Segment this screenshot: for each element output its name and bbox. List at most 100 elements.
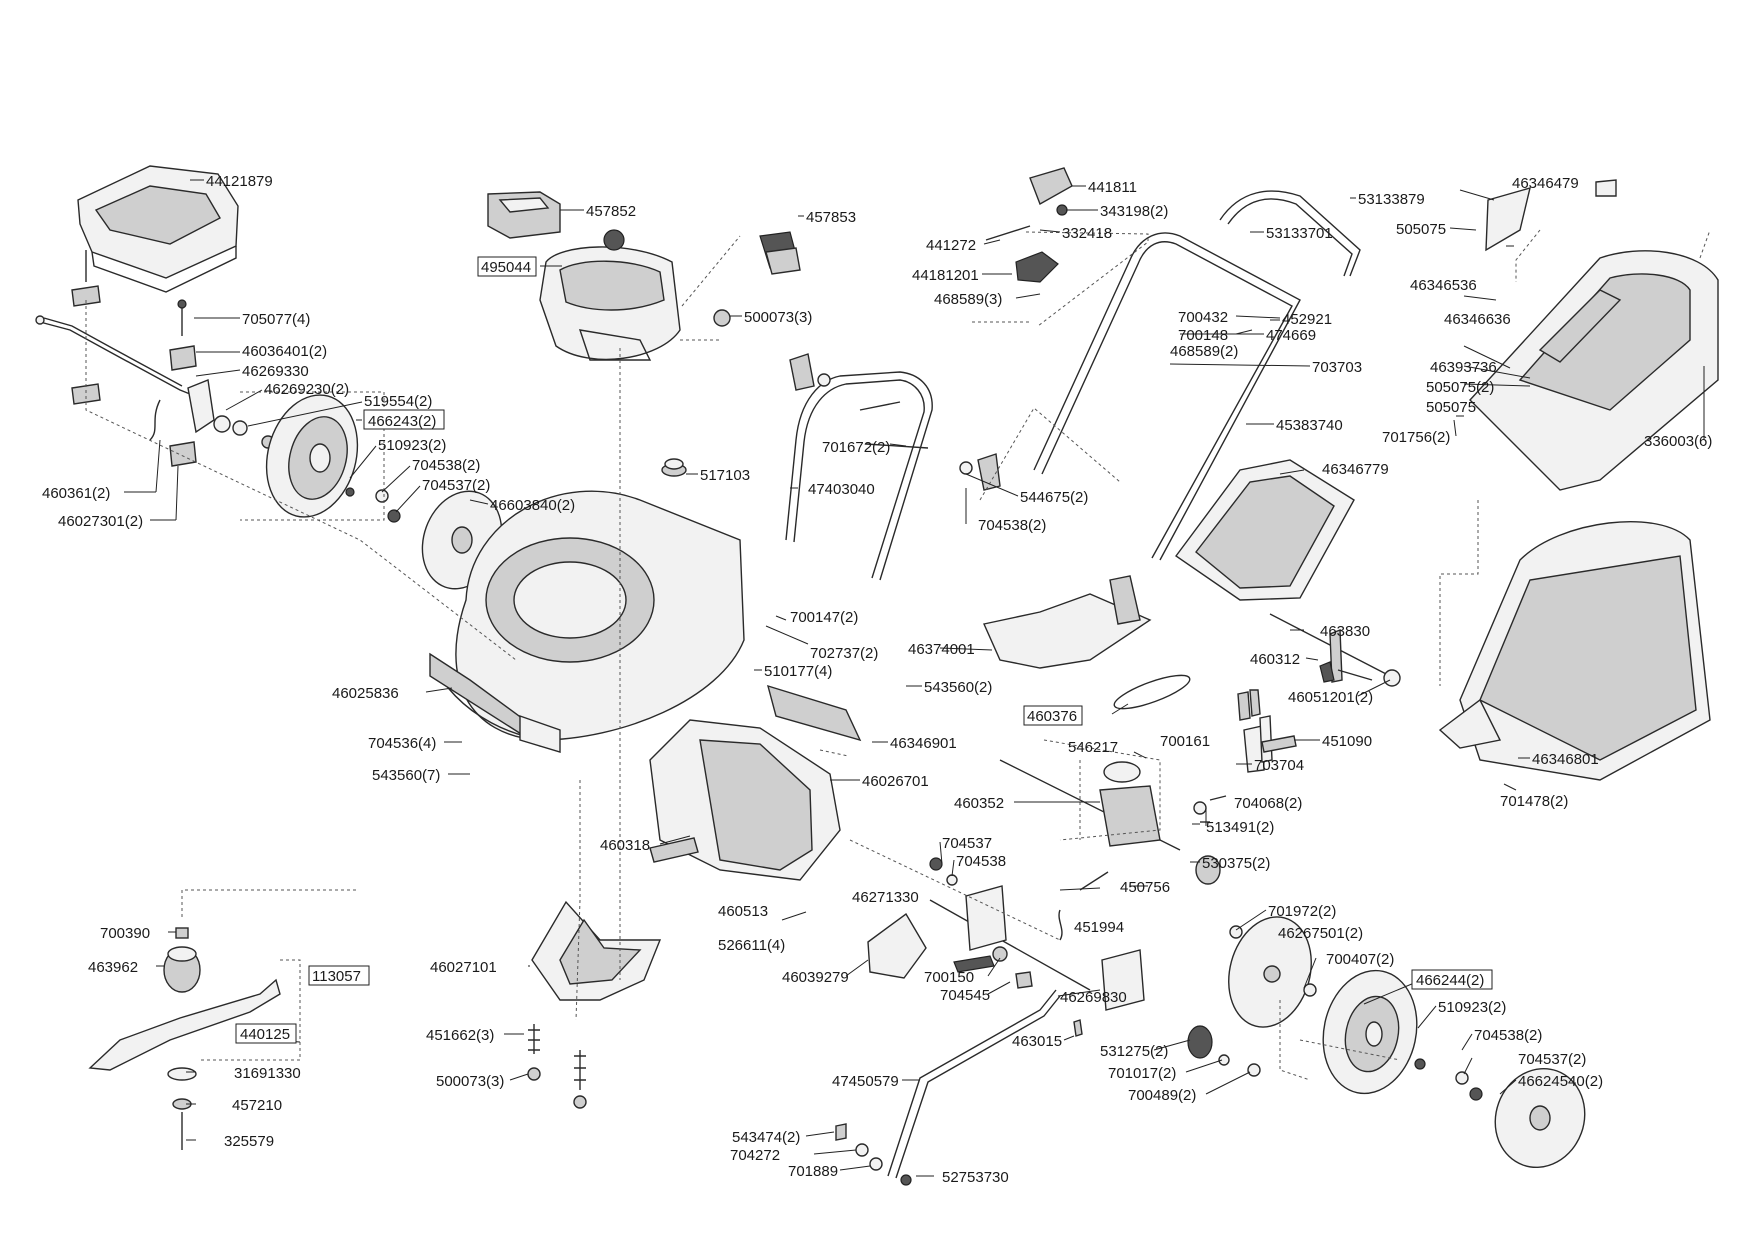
blade-assembly-part: [88, 927, 281, 1150]
label-52753730: 52753730: [942, 1169, 1009, 1186]
label-505075-2: 505075(2): [1426, 379, 1494, 396]
label-47403040: 47403040: [808, 481, 875, 498]
dashed-connectors: [85, 229, 1711, 1081]
label-463830: 463830: [1320, 623, 1370, 640]
label-517103: 517103: [700, 467, 750, 484]
label-44121879: 44121879: [206, 173, 273, 190]
label-526611-4: 526611(4): [718, 937, 785, 954]
label-53133879: 53133879: [1358, 191, 1425, 208]
label-46346779: 46346779: [1322, 461, 1389, 478]
label-543560-2: 543560(2): [924, 679, 992, 696]
label-46393736: 46393736: [1430, 359, 1497, 376]
drive-belt-part: [1113, 674, 1191, 710]
label-468589-3: 468589(3): [934, 291, 1002, 308]
label-113057: 113057: [312, 968, 361, 985]
label-46025836: 46025836: [332, 685, 399, 702]
label-704536-4: 704536(4): [368, 735, 436, 752]
label-46039279: 46039279: [782, 969, 849, 986]
label-46603840-2: 46603840(2): [490, 497, 575, 514]
height-adjust-lever-part: [835, 989, 1061, 1186]
label-700390: 700390: [100, 925, 150, 942]
label-704538-2-handle: 704538(2): [978, 517, 1046, 534]
deflector-part: [531, 900, 662, 1001]
label-495044: 495044: [481, 259, 531, 276]
label-53133701: 53133701: [1266, 225, 1333, 242]
label-325579: 325579: [224, 1133, 274, 1150]
label-505075-mid: 505075: [1426, 399, 1476, 416]
label-505075-top: 505075: [1396, 221, 1446, 238]
label-440125: 440125: [240, 1026, 290, 1043]
label-463962: 463962: [88, 959, 138, 976]
label-451662-3: 451662(3): [426, 1027, 494, 1044]
label-457853: 457853: [806, 209, 856, 226]
boxed-label-frames: [235, 256, 1493, 1044]
label-441811: 441811: [1088, 179, 1137, 196]
grass-catcher-part: [1438, 520, 1711, 781]
label-704538-2: 704538(2): [412, 457, 480, 474]
label-701889: 701889: [788, 1163, 838, 1180]
label-46269230-2: 46269230(2): [264, 381, 349, 398]
label-468589-2: 468589(2): [1170, 343, 1238, 360]
label-510923-2-front: 510923(2): [1438, 999, 1506, 1016]
label-46346901: 46346901: [890, 735, 957, 752]
label-466244-2: 466244(2): [1416, 972, 1484, 989]
label-700147-2: 700147(2): [790, 609, 858, 626]
label-703704: 703704: [1254, 757, 1304, 774]
label-543474-2: 543474(2): [732, 1129, 800, 1146]
label-46346801: 46346801: [1532, 751, 1599, 768]
label-703703: 703703: [1312, 359, 1362, 376]
battery-part: [487, 191, 561, 239]
engine-part: [539, 229, 681, 361]
label-31691330: 31691330: [234, 1065, 301, 1082]
bag-cover-flap-part: [1485, 179, 1617, 252]
label-451090: 451090: [1322, 733, 1372, 750]
grass-bag-top-part: [1469, 250, 1719, 491]
label-332418: 332418: [1062, 225, 1112, 242]
label-46271330: 46271330: [852, 889, 919, 906]
label-530375-2: 530375(2): [1202, 855, 1270, 872]
label-46027301-2: 46027301(2): [58, 513, 143, 530]
label-513491-2: 513491(2): [1206, 819, 1274, 836]
label-457210: 457210: [232, 1097, 282, 1114]
label-46269830: 46269830: [1060, 989, 1127, 1006]
label-700148: 700148: [1178, 327, 1228, 344]
deflector-springs-part: [527, 1024, 587, 1109]
label-519554-2: 519554(2): [364, 393, 432, 410]
label-701972-2: 701972(2): [1268, 903, 1336, 920]
label-46027101: 46027101: [430, 959, 497, 976]
front-wheel-right-part: [1303, 969, 1483, 1101]
label-700432: 700432: [1178, 309, 1228, 326]
label-460513: 460513: [718, 903, 768, 920]
lower-handle-part: [785, 371, 933, 581]
label-704537-2: 704537(2): [422, 477, 490, 494]
label-544675-2: 544675(2): [1020, 489, 1088, 506]
rear-flap-part: [983, 575, 1152, 669]
label-343198-2: 343198(2): [1100, 203, 1168, 220]
label-700489-2: 700489(2): [1128, 1087, 1196, 1104]
label-704068-2: 704068(2): [1234, 795, 1302, 812]
bracket-460318-part: [649, 837, 699, 863]
gearbox-part: [999, 725, 1265, 885]
label-460376: 460376: [1027, 708, 1077, 725]
label-457852: 457852: [586, 203, 636, 220]
label-46374001: 46374001: [908, 641, 975, 658]
label-47450579: 47450579: [832, 1073, 899, 1090]
label-510177-4: 510177(4): [764, 663, 832, 680]
label-704545: 704545: [940, 987, 990, 1004]
label-441272: 441272: [926, 237, 976, 254]
label-460318: 460318: [600, 837, 650, 854]
front-drive-disc-part: [1228, 916, 1312, 1028]
hinge-parts: [1237, 661, 1373, 721]
top-cover-part: [77, 165, 239, 293]
label-460361-2: 460361(2): [42, 485, 110, 502]
label-700407-2: 700407(2): [1326, 951, 1394, 968]
label-704537-2-front: 704537(2): [1518, 1051, 1586, 1068]
safety-key-part: [759, 231, 801, 275]
label-700150: 700150: [924, 969, 974, 986]
label-46036401-2: 46036401(2): [242, 343, 327, 360]
label-44181201: 44181201: [912, 267, 979, 284]
label-46051201-2: 46051201(2): [1288, 689, 1373, 706]
label-510923-2: 510923(2): [378, 437, 446, 454]
part-labels: 44121879 705077(4) 46036401(2) 46269330 …: [42, 173, 1712, 1186]
upper-handle-part: [1033, 190, 1361, 561]
